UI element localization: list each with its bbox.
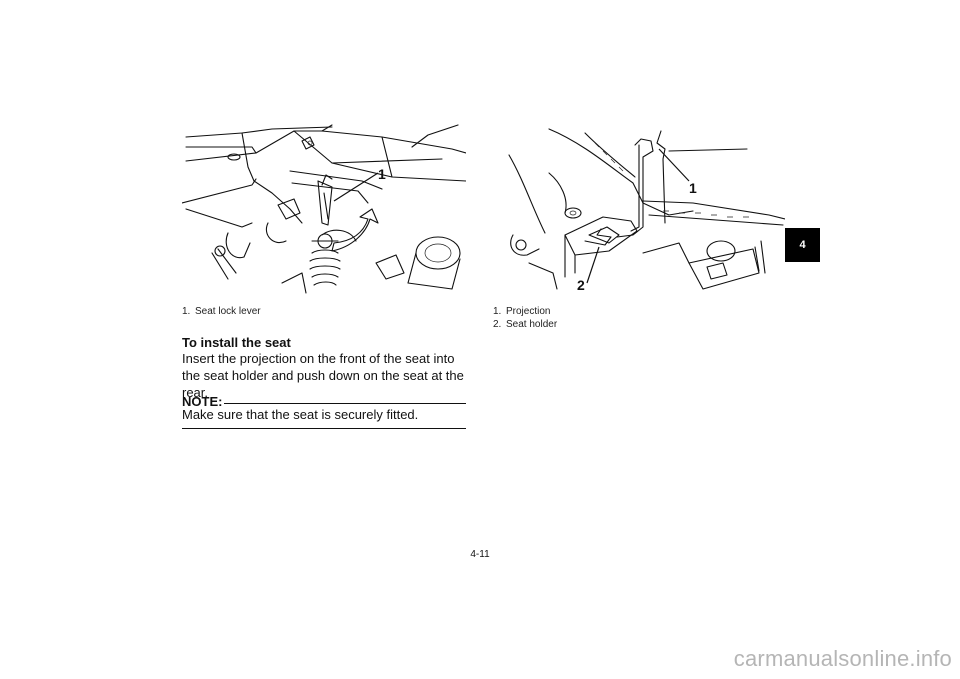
figure-caption-left: 1. Seat lock lever: [182, 305, 261, 318]
caption-item: 1. Seat lock lever: [182, 305, 261, 318]
caption-item: 1. Projection: [493, 305, 557, 318]
watermark: carmanualsonline.info: [733, 646, 952, 671]
section-body: Insert the projection on the front of th…: [182, 351, 464, 400]
seat-lock-illustration: 1: [182, 123, 466, 295]
caption-text: Seat holder: [506, 319, 558, 330]
note-rule: [224, 403, 466, 404]
caption-number: 1.: [182, 306, 191, 317]
caption-number: 1.: [493, 306, 502, 317]
caption-text: Projection: [506, 306, 551, 317]
seat-holder-illustration: 1 2: [493, 123, 785, 295]
caption-text: Seat lock lever: [195, 306, 261, 317]
note-label: NOTE:: [182, 394, 223, 409]
chapter-tab: 4: [785, 228, 820, 262]
callout-1: 1: [689, 180, 697, 196]
caption-item: 2. Seat holder: [493, 318, 557, 331]
page-number: 4-11: [470, 549, 490, 560]
note-end-rule: [182, 428, 466, 429]
note-header: NOTE:: [182, 393, 466, 409]
callout-1: 1: [378, 166, 386, 182]
section-heading: To install the seat: [182, 335, 291, 350]
caption-number: 2.: [493, 319, 502, 330]
callout-2: 2: [577, 277, 585, 293]
note-text: Make sure that the seat is securely fitt…: [182, 407, 419, 422]
figure-caption-right: 1. Projection 2. Seat holder: [493, 305, 557, 331]
